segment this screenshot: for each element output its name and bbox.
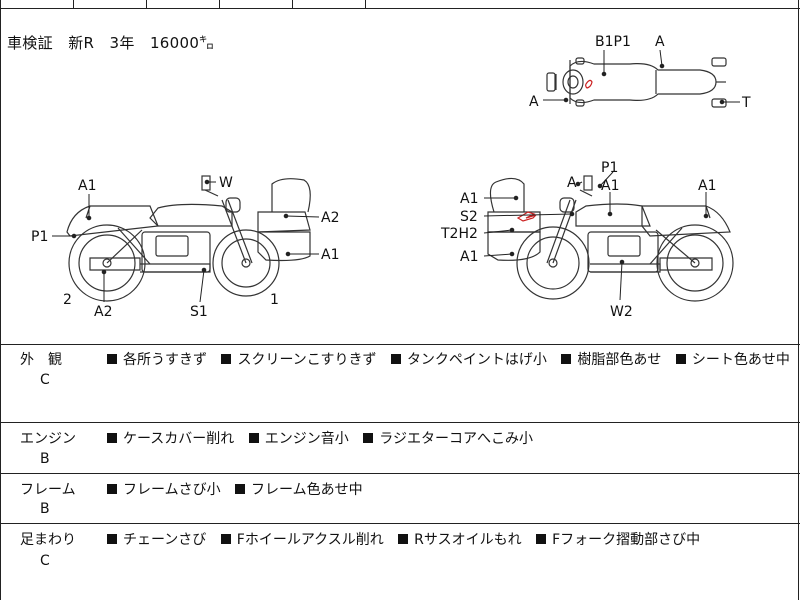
top-view-motorcycle (546, 57, 727, 108)
label-right-a1-tail: A1 (698, 178, 716, 194)
diagram-bottom-border (0, 344, 800, 345)
condition-notes: 各所うすきず スクリーンこすりきず タンクペイントはげ小 樹脂部色あせ シート色… (107, 349, 800, 369)
label-top-b1p1: B1P1 (595, 34, 631, 50)
condition-note: 各所うすきず (123, 352, 207, 368)
condition-grade: C (40, 553, 50, 569)
header-cell-divider (365, 0, 366, 8)
condition-grade: C (40, 372, 50, 388)
bullet-square (398, 534, 409, 544)
bullet-square (363, 433, 374, 443)
right-border (798, 0, 799, 600)
condition-note: シート色あせ中 (691, 352, 790, 368)
label-left-a2-screen: A2 (321, 210, 339, 226)
row-divider (0, 523, 800, 524)
header-cell-divider (292, 0, 293, 8)
label-right-a: A (567, 175, 577, 191)
label-right-a1-fairing: A1 (460, 249, 478, 265)
condition-note: タンクペイントはげ小 (406, 352, 547, 368)
condition-note: ケースカバー削れ (123, 431, 235, 447)
header-cell-divider (219, 0, 220, 8)
condition-grade: B (40, 451, 50, 467)
label-right-a1-tank: A1 (601, 178, 619, 194)
condition-note: Fホイールアクスル削れ (236, 532, 384, 548)
label-left-a1-fairing: A1 (321, 247, 339, 263)
condition-grade: B (40, 501, 50, 517)
label-right-p1: P1 (601, 160, 618, 176)
condition-category: 外 観 (20, 352, 62, 368)
top-border (0, 8, 800, 9)
header-cell-divider (146, 0, 147, 8)
label-top-a-left: A (529, 94, 539, 110)
bullet-square (248, 433, 259, 443)
label-right-s2: S2 (460, 209, 478, 225)
label-left-1: 1 (270, 292, 279, 308)
right-side-motorcycle (487, 175, 734, 302)
label-top-a-right: A (655, 34, 665, 50)
row-divider (0, 473, 800, 474)
damage-mark (516, 211, 537, 222)
label-right-t2h2: T2H2 (440, 226, 478, 242)
condition-note: ラジエターコアへこみ小 (379, 431, 533, 447)
damage-mark (585, 79, 593, 89)
condition-diagram: B1P1 A A T A1 W A2 P1 A1 2 A2 S1 1 P1 A … (31, 34, 751, 320)
condition-note: Rサスオイルもれ (414, 532, 522, 548)
bullet-square (235, 484, 246, 494)
condition-category: 足まわり (20, 532, 76, 548)
label-right-w2: W2 (610, 304, 633, 320)
label-left-a1-seat: A1 (78, 178, 96, 194)
bullet-square (675, 354, 686, 364)
label-left-w: W (219, 175, 233, 191)
row-divider (0, 422, 800, 423)
label-left-2: 2 (63, 292, 72, 308)
condition-note: フレーム色あせ中 (251, 482, 363, 498)
bullet-square (221, 354, 232, 364)
header-cell-divider (73, 0, 74, 8)
condition-category: エンジン (20, 431, 76, 447)
bullet-square (107, 484, 117, 494)
bullet-square (107, 354, 117, 364)
bullet-square (220, 534, 231, 544)
left-border (0, 0, 1, 600)
condition-category: フレーム (20, 482, 76, 498)
label-left-a2-muffler: A2 (94, 304, 112, 320)
bullet-square (561, 354, 572, 364)
leader-lines (52, 49, 740, 303)
label-top-t: T (741, 95, 751, 111)
bullet-square (536, 534, 547, 544)
left-side-motorcycle (66, 175, 311, 302)
condition-note: 樹脂部色あせ (577, 352, 662, 368)
damage-marks (516, 79, 593, 222)
condition-note: チェーンさび (123, 532, 207, 548)
bullet-square (107, 534, 117, 544)
condition-note: Fフォーク摺動部さび中 (552, 532, 701, 548)
label-left-p1: P1 (31, 229, 48, 245)
condition-notes: ケースカバー削れ エンジン音小 ラジエターコアへこみ小 (107, 428, 543, 448)
registration-info: 車検証 新R 3年 16000㌔ (7, 34, 215, 52)
bullet-square (107, 433, 117, 443)
condition-notes: チェーンさび Fホイールアクスル削れ Rサスオイルもれ Fフォーク摺動部さび中 (107, 529, 710, 549)
bullet-square (390, 354, 401, 364)
condition-notes: フレームさび小 フレーム色あせ中 (107, 479, 373, 499)
condition-note: エンジン音小 (264, 431, 349, 447)
label-right-a1-screen: A1 (460, 191, 478, 207)
label-left-s1: S1 (190, 304, 208, 320)
condition-note: フレームさび小 (123, 482, 221, 498)
condition-note: スクリーンこすりきず (237, 352, 377, 368)
